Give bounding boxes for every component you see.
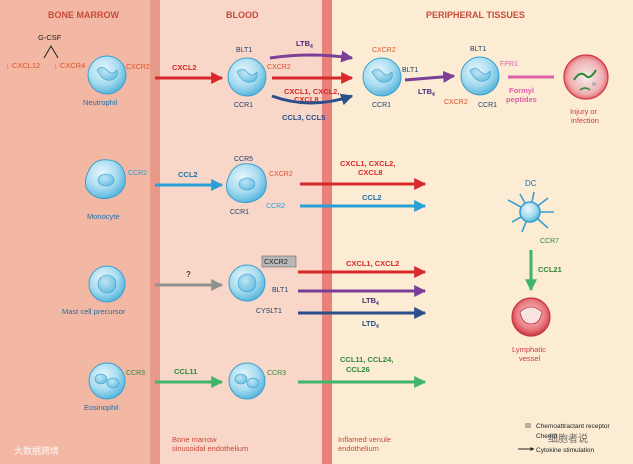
monocyte-ccr2-blood-label: CCR2	[266, 203, 285, 210]
blood-blt1-label: BLT1	[236, 47, 252, 54]
eosinophil-ccl-line2: CCL26	[346, 365, 370, 374]
monocyte-ccr5-label: CCR5	[234, 156, 253, 163]
mast-label: Mast cell precursor	[62, 307, 126, 316]
blood-ccr1-label: CCR1	[234, 102, 253, 109]
mast-ltd4-label: LTD4	[362, 319, 379, 330]
mast-cell-bm	[88, 265, 126, 303]
mast-cxcr2-box	[261, 255, 297, 268]
monocyte-cell-blood	[226, 163, 267, 204]
ltb4-arrow-2	[404, 70, 456, 83]
neutrophil-cell-bm	[87, 55, 127, 95]
mast-ltb4-label: LTB4	[362, 296, 379, 307]
mast-question: ?	[186, 270, 191, 279]
cxcl2-label: CXCL2	[172, 63, 197, 72]
ccl21-label: CCL21	[538, 265, 562, 274]
legend-chemo-receptor: Chemoattractant receptor	[536, 423, 611, 430]
bm-endo-line1: Bone marrow	[172, 435, 217, 444]
mast-blt1-label: BLT1	[272, 287, 288, 294]
eosinophil-cell-blood	[228, 362, 266, 400]
formyl-line1: Formyl	[509, 86, 534, 95]
cxcr4-down-label: ↓ CXCR4	[54, 61, 85, 70]
lymphatic-vessel	[511, 297, 551, 337]
gcsf-label: G-CSF	[38, 33, 62, 42]
inflamed-endothelium-wall	[322, 0, 332, 464]
tissue1-cxcr2-label: CXCR2	[372, 47, 396, 54]
eosinophil-cell-bm	[88, 362, 126, 400]
bm-endothelium-wall	[150, 0, 160, 464]
mast-cell-blood	[228, 264, 266, 302]
mast-cxcr2-label: CXCR2	[264, 259, 288, 266]
ccl3-ccl5-arrow	[271, 93, 354, 106]
neutrophil-cell-tissue-1	[362, 57, 402, 97]
monocyte-ccl2-label: CCL2	[178, 170, 198, 179]
injury-line1: Injury or	[570, 107, 598, 116]
neutrophil-cell-blood	[227, 57, 267, 97]
mast-cxcl-label: CXCL1, CXCL2	[346, 259, 399, 268]
watermark-right: 细胞者说	[548, 432, 588, 445]
tissue2-ccr1-label: CCR1	[478, 102, 497, 109]
fpr1-label: FPR1	[500, 61, 518, 68]
neutrophil-cell-tissue-2	[460, 56, 500, 96]
dendritic-cell	[507, 191, 554, 233]
injury-line2: infection	[571, 116, 599, 125]
bm-endo-line2: sinusoidal endothelium	[172, 444, 248, 453]
vessel-line1: Lymphatic	[512, 345, 546, 354]
monocyte-cxcr2-label: CXCR2	[269, 171, 293, 178]
formyl-line2: peptides	[506, 95, 537, 104]
tissue1-blt1-label: BLT1	[402, 67, 418, 74]
vessel-line2: vessel	[519, 354, 541, 363]
tissue1-ccr1-label: CCR1	[372, 102, 391, 109]
eosinophil-ccr3-blood-label: CCR3	[267, 370, 286, 377]
monocyte-cell-bm	[85, 159, 126, 200]
neutrophil-label: Neutrophil	[83, 98, 118, 107]
tissue2-cxcr2-label: CXCR2	[444, 99, 468, 106]
monocyte-ccr1-label: CCR1	[230, 209, 249, 216]
gcsf-arrow	[43, 45, 59, 59]
legend-cytokine: Cytokine stimulation	[536, 447, 595, 454]
eosinophil-label: Eosinophil	[84, 403, 119, 412]
legend-chemo-partial: Chemo	[536, 433, 557, 440]
header-blood: BLOOD	[226, 10, 259, 20]
inflamed-endo-line2: endothelium	[338, 444, 379, 453]
monocyte-ccr2-label: CCR2	[128, 170, 147, 177]
mast-cysltr1-label: CYSLT1	[256, 308, 282, 315]
watermark-left: 大数据跨境	[14, 445, 59, 456]
monocyte-label: Monocyte	[87, 212, 120, 221]
header-bone-marrow: BONE MARROW	[48, 10, 119, 20]
monocyte-ccl2-tissue-label: CCL2	[362, 193, 382, 202]
blood-cxcr2-label: CXCR2	[267, 64, 291, 71]
ltb4-label-1: LTB4	[296, 39, 313, 50]
header-peripheral-tissues: PERIPHERAL TISSUES	[426, 10, 525, 20]
injury-site	[563, 54, 609, 100]
legend-receptor-icon	[525, 423, 531, 428]
ltb4-arrow-1	[269, 50, 354, 63]
cxcl-multi-line1: CXCL1, CXCL2,	[284, 87, 339, 96]
ccl3-ccl5-label: CCL3, CCL5	[282, 113, 325, 122]
neutrophil-cxcr2-label: CXCR2	[126, 64, 150, 71]
dc-label: DC	[525, 179, 537, 188]
ccl11-label: CCL11	[174, 367, 197, 376]
cxcl12-down-label: ↓ CXCL12	[6, 61, 40, 70]
monocyte-cxcl-line1: CXCL1, CXCL2,	[340, 159, 395, 168]
cxcl-multi-line2: CXCL8	[294, 95, 319, 104]
ltb4-label-2: LTB4	[418, 87, 435, 98]
eosinophil-ccr3-label: CCR3	[126, 370, 145, 377]
legend: Chemoattractant receptor Chemo Cytokine …	[518, 423, 611, 454]
inflamed-endo-line1: Inflamed venule	[338, 435, 391, 444]
ccr7-label: CCR7	[540, 238, 559, 245]
tissue2-blt1-label: BLT1	[470, 46, 486, 53]
eosinophil-ccl-line1: CCL11, CCL24,	[340, 355, 393, 364]
monocyte-cxcl-line2: CXCL8	[358, 168, 383, 177]
